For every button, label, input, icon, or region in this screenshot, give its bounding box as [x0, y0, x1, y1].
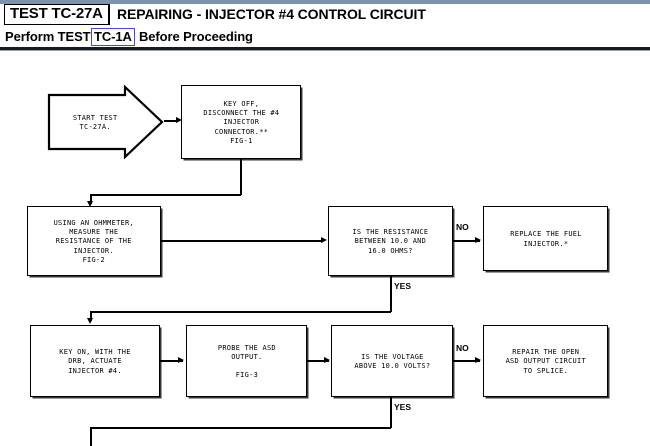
header-divider-light: [0, 50, 650, 51]
edge-label-yes-resistance: YES: [394, 281, 412, 291]
connector-start-to-keyoff: [164, 120, 178, 122]
node-resistance-check: IS THE RESISTANCE BETWEEN 10.0 AND 16.0 …: [328, 206, 453, 276]
arrowhead-to-probe-asd: [178, 357, 184, 363]
test-code-badge: TEST TC-27A: [4, 4, 110, 25]
node-probe-asd-label: PROBE THE ASD OUTPUT. FIG-3: [217, 342, 276, 380]
arrowhead-to-voltage-check: [324, 357, 330, 363]
node-repair-asd-label: REPAIR THE OPEN ASD OUTPUT CIRCUIT TO SP…: [505, 347, 586, 375]
connector-voltage-yes-continue: [90, 427, 92, 446]
node-ohmmeter: USING AN OHMMETER, MEASURE THE RESISTANC…: [27, 206, 161, 276]
connector-resistance-yes-down: [390, 276, 392, 312]
node-replace-injector-label: REPLACE THE FUEL INJECTOR.*: [509, 229, 582, 248]
test-tc1a-link[interactable]: TC-1A: [91, 28, 135, 46]
connector-keyoff-drop: [90, 194, 92, 204]
page-title: REPAIRING - INJECTOR #4 CONTROL CIRCUIT: [117, 6, 426, 22]
node-voltage-check-label: IS THE VOLTAGE ABOVE 10.0 VOLTS?: [354, 351, 430, 370]
connector-probe-to-voltage: [307, 360, 329, 362]
arrowhead-to-ohmmeter: [87, 201, 93, 207]
start-node: START TEST TC-27A.: [47, 85, 164, 159]
node-probe-asd: PROBE THE ASD OUTPUT. FIG-3: [186, 325, 307, 397]
header-row: TEST TC-27A REPAIRING - INJECTOR #4 CONT…: [0, 4, 650, 25]
node-key-off-label: KEY OFF, DISCONNECT THE #4 INJECTOR CONN…: [203, 98, 279, 145]
node-ohmmeter-label: USING AN OHMMETER, MEASURE THE RESISTANC…: [53, 217, 135, 264]
connector-voltage-yes-left: [90, 427, 391, 429]
connector-keyoff-down: [240, 159, 242, 195]
node-voltage-check: IS THE VOLTAGE ABOVE 10.0 VOLTS?: [331, 325, 453, 397]
node-replace-injector: REPLACE THE FUEL INJECTOR.*: [483, 206, 608, 271]
subtitle-suffix: Before Proceeding: [139, 29, 253, 44]
subtitle-row: Perform TEST TC-1A Before Proceeding: [0, 28, 650, 46]
header-divider: [0, 47, 650, 50]
connector-resistance-no: [453, 240, 480, 242]
connector-keyon-to-probe: [160, 360, 183, 362]
edge-label-no-voltage: NO: [456, 343, 469, 353]
node-key-off: KEY OFF, DISCONNECT THE #4 INJECTOR CONN…: [181, 85, 301, 159]
edge-label-yes-voltage: YES: [394, 402, 412, 412]
connector-keyoff-left: [90, 194, 241, 196]
connector-voltage-no: [453, 360, 480, 362]
node-repair-asd: REPAIR THE OPEN ASD OUTPUT CIRCUIT TO SP…: [483, 325, 608, 397]
node-resistance-check-label: IS THE RESISTANCE BETWEEN 10.0 AND 16.0 …: [352, 227, 429, 255]
node-key-on-drb-label: KEY ON, WITH THE DRB, ACTUATE INJECTOR #…: [59, 347, 131, 375]
arrowhead-to-keyoff: [176, 117, 182, 123]
arrowhead-to-repair-asd: [475, 357, 481, 363]
edge-label-no-resistance: NO: [456, 222, 469, 232]
start-node-label: START TEST TC-27A.: [72, 112, 118, 131]
subtitle-prefix: Perform TEST: [5, 29, 91, 44]
arrowhead-to-resistance: [321, 237, 327, 243]
accent-top-bar: [0, 0, 650, 4]
connector-voltage-yes-down: [390, 397, 392, 428]
arrowhead-to-replace-injector: [475, 237, 481, 243]
connector-resistance-yes-drop: [90, 311, 92, 321]
connector-ohmmeter-to-resistance: [161, 240, 323, 242]
connector-resistance-yes-left: [90, 311, 391, 313]
arrowhead-to-key-on-drb: [87, 318, 93, 324]
node-key-on-drb: KEY ON, WITH THE DRB, ACTUATE INJECTOR #…: [30, 325, 160, 397]
